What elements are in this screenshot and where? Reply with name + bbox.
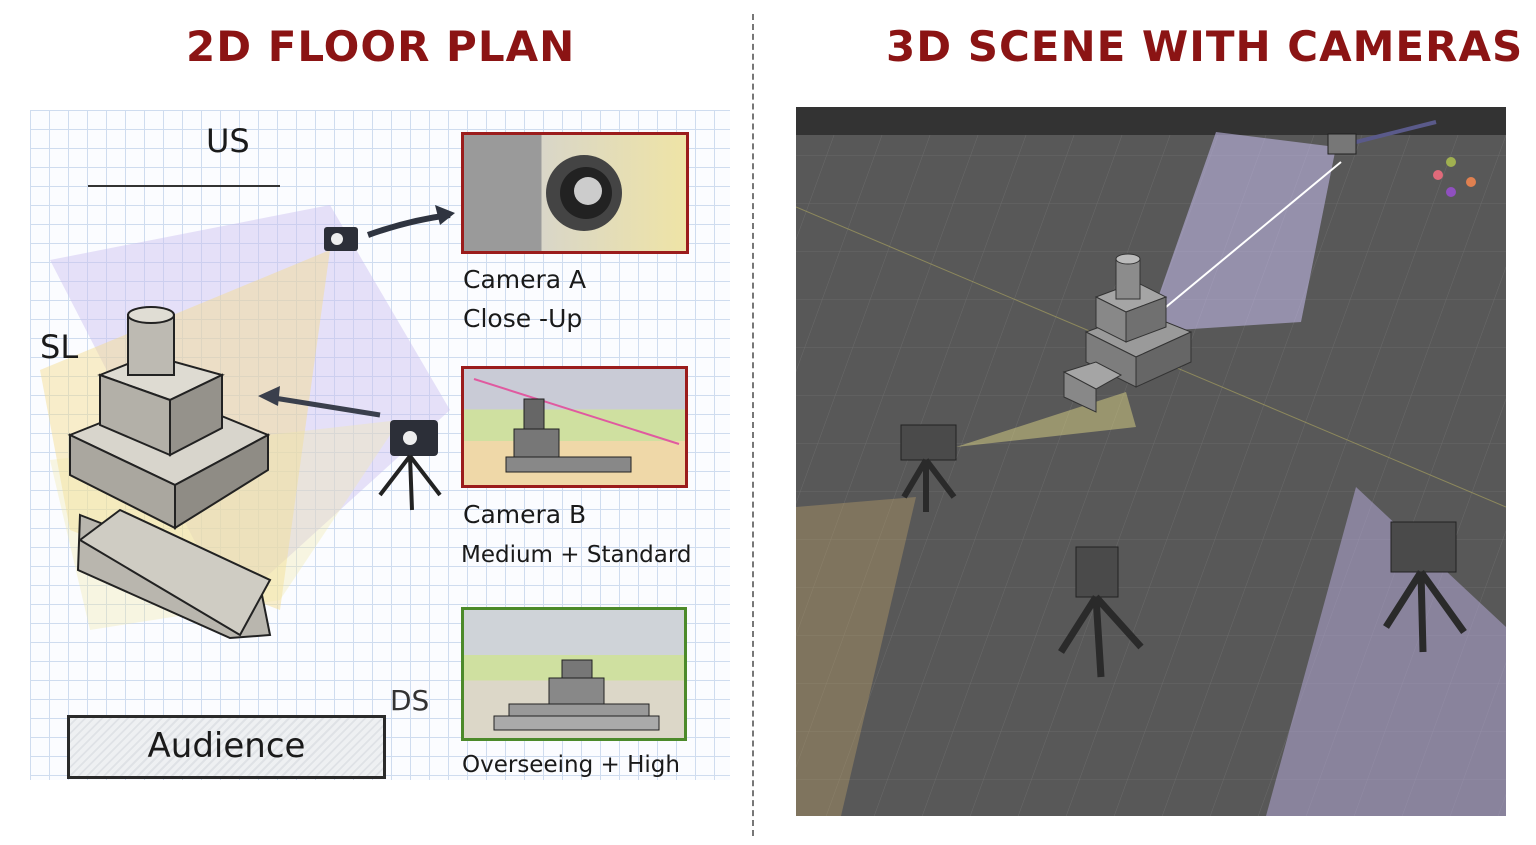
camera-a-shot: Close -Up [463,304,583,333]
camera-b-name: Camera B [463,500,587,529]
camera-center-3d [1058,546,1144,678]
camera-b-shot: Medium + Standard [461,542,692,568]
camera-right-cone [1266,487,1506,816]
3d-scene-title: 3D SCENE WITH CAMERAS [886,22,1524,71]
upstage-label: US [206,122,250,160]
stage-left-label: SL [40,328,79,366]
3d-scene-render [796,107,1506,816]
floor-plan-panel: US SL DS Audience Camera A Close -Up Cam… [30,110,730,780]
camera-b-3d [900,424,957,512]
overhead-camera-shot: Overseeing + High [462,752,680,778]
top-camera [1327,133,1357,155]
camera-right-3d [1383,521,1467,653]
audience-box: Audience [67,715,386,779]
divider [752,14,754,836]
floor-plan-title: 2D FLOOR PLAN [186,22,576,71]
cylinder [127,314,175,376]
camera-a-name: Camera A [463,265,587,294]
arrow-to-camera-a-view [366,212,451,238]
floor-plan-sketch [40,185,455,640]
overhead-camera-preview [461,607,687,741]
camera-left-cone [796,497,916,816]
top-camera-cone [1146,132,1336,332]
camera-b-preview [461,366,688,488]
viewport-top-bar [796,107,1506,135]
audience-label: Audience [147,726,306,766]
downstage-label: DS [390,684,430,717]
arrow-camera-b-direction [267,394,381,418]
camera-a-preview [461,132,689,254]
orientation-gizmo [1433,157,1476,197]
3d-viewport[interactable] [796,107,1506,816]
